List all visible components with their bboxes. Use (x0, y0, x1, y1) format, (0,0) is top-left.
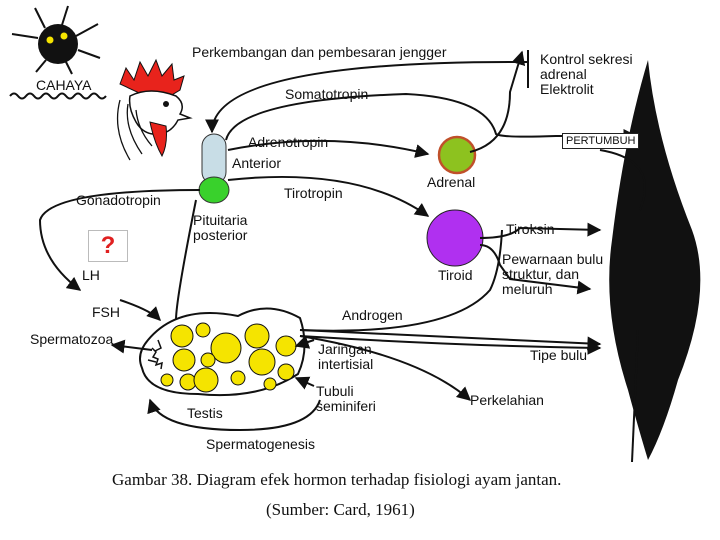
spermatozoa-label: Spermatozoa (30, 331, 114, 347)
question-mark-box: ? (88, 230, 128, 262)
adrenotropin-label: Adrenotropin (248, 134, 329, 150)
perkembangan-label: Perkembangan dan pembesaran jengger (192, 44, 447, 60)
tiroid-gland (426, 209, 484, 267)
androgen-label: Androgen (342, 307, 403, 323)
anterior-label: Anterior (232, 155, 282, 171)
sun-icon (11, 5, 101, 75)
adrenal-gland (437, 135, 477, 175)
light-wave (9, 92, 107, 100)
testis (139, 307, 306, 397)
testis-label: Testis (187, 405, 223, 421)
pertumbuhan-label: PERTUMBUH (562, 133, 640, 149)
somatotropin-label: Somatotropin (285, 86, 369, 102)
spermatogenesis-label: Spermatogenesis (206, 436, 315, 452)
gonadotropin-label: Gonadotropin (76, 192, 161, 208)
adrenal-label: Adrenal (427, 174, 476, 190)
tirotropin-label: Tirotropin (284, 185, 343, 201)
pituitary (198, 133, 230, 204)
fsh-label: FSH (92, 304, 120, 320)
jaringan-label: Jaringan intertisial (318, 341, 374, 372)
caption-line-1: Gambar 38. Diagram efek hormon terhadap … (112, 470, 562, 489)
perkelahian-label: Perkelahian (470, 392, 544, 408)
feather (609, 60, 701, 460)
arrows (38, 50, 646, 432)
tipe-bulu-label: Tipe bulu (530, 347, 588, 363)
kontrol-label: Kontrol sekresi adrenal Elektrolit (540, 51, 633, 97)
lh-label: LH (82, 267, 100, 283)
pituitaria-label: Pituitaria posterior (193, 212, 248, 243)
tiroid-label: Tiroid (438, 267, 473, 283)
cahaya-label: CAHAYA (36, 77, 92, 93)
tubuli-label: Tubuli seminiferi (316, 383, 376, 414)
tiroksin-label: Tiroksin (506, 221, 555, 237)
pewarnaan-label: Pewarnaan bulu struktur, dan meluruh (502, 251, 604, 297)
caption-line-2: (Sumber: Card, 1961) (266, 500, 415, 519)
rooster-head (116, 58, 193, 161)
